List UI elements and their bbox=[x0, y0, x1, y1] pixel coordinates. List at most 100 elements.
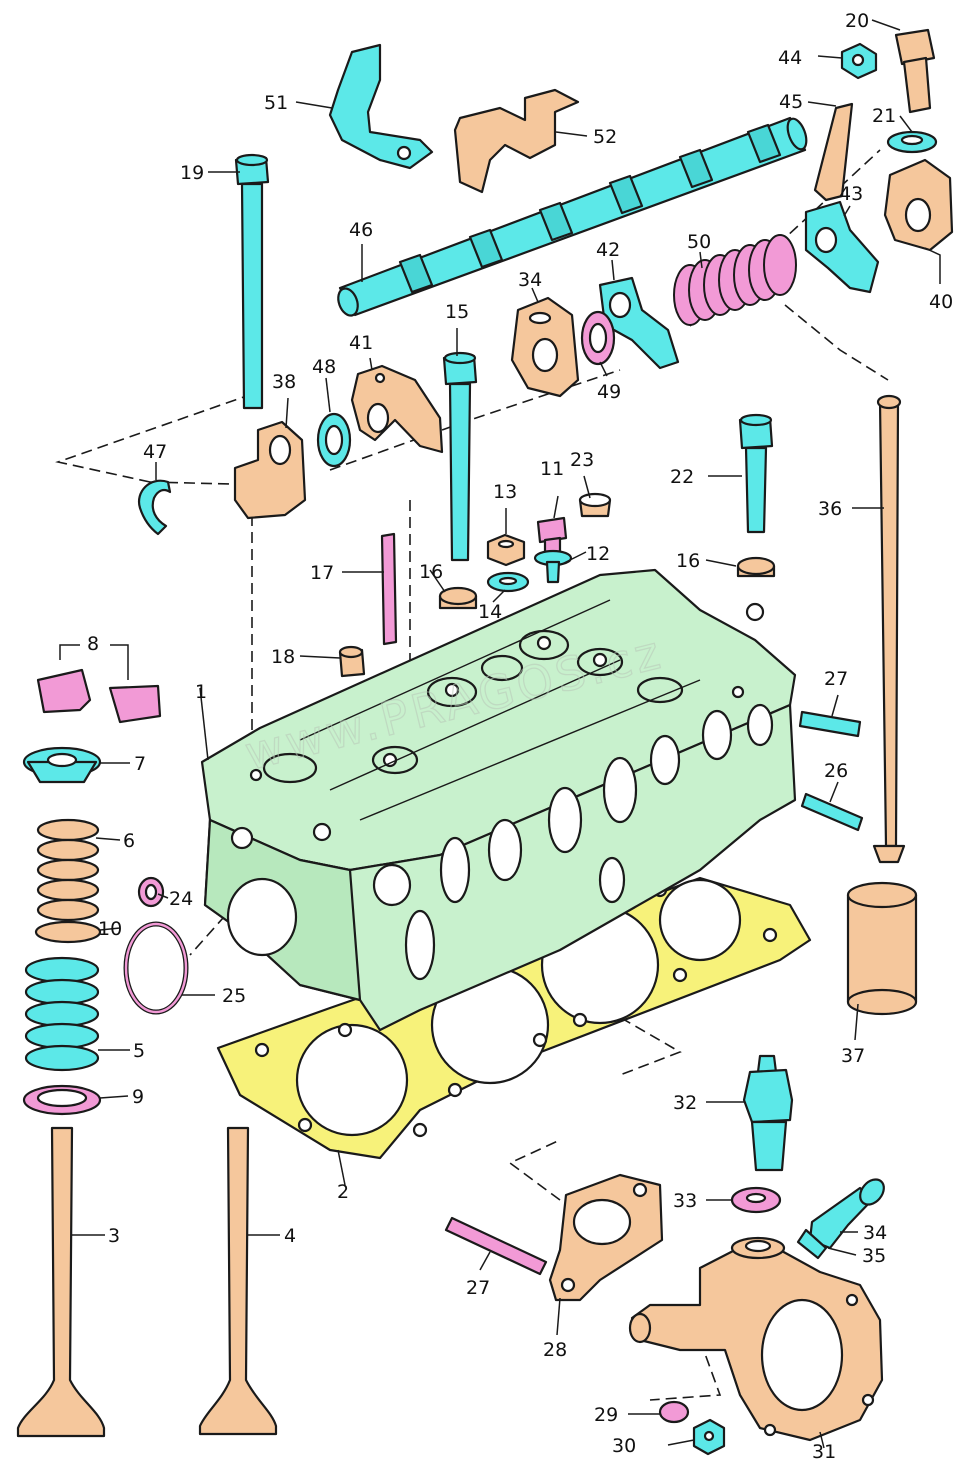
label-26: 26 bbox=[824, 760, 848, 782]
flange-gasket-28 bbox=[548, 1173, 664, 1302]
label-17: 17 bbox=[310, 562, 334, 584]
adjusting-screw-45 bbox=[813, 102, 854, 202]
label-34a: 34 bbox=[518, 269, 542, 291]
label-43: 43 bbox=[839, 183, 863, 205]
shaft-support-38 bbox=[233, 420, 307, 520]
bolt-19 bbox=[234, 153, 270, 410]
rocker-spring-50 bbox=[673, 234, 797, 326]
label-13: 13 bbox=[493, 481, 517, 503]
rocker-arm-43 bbox=[804, 200, 880, 294]
screw-11 bbox=[533, 516, 573, 584]
label-5: 5 bbox=[133, 1040, 145, 1062]
label-4: 4 bbox=[284, 1225, 296, 1247]
sleeve-23 bbox=[578, 492, 612, 518]
label-46: 46 bbox=[349, 219, 373, 241]
label-31: 31 bbox=[812, 1441, 836, 1463]
cylinder-head bbox=[200, 568, 797, 1032]
nut-30 bbox=[692, 1418, 726, 1456]
washer-14 bbox=[486, 571, 530, 593]
label-32: 32 bbox=[673, 1092, 697, 1114]
label-44: 44 bbox=[778, 47, 802, 69]
temperature-sender-32 bbox=[742, 1054, 794, 1172]
thermostat-housing-31 bbox=[628, 1236, 884, 1442]
label-36: 36 bbox=[818, 498, 842, 520]
nipple-fitting-34-35 bbox=[796, 1178, 885, 1260]
label-1: 1 bbox=[195, 681, 207, 703]
label-15: 15 bbox=[445, 301, 469, 323]
outer-valve-spring-6 bbox=[36, 818, 100, 922]
spring-seat-10 bbox=[34, 920, 102, 944]
bracket-52 bbox=[453, 88, 580, 194]
label-45: 45 bbox=[779, 91, 803, 113]
label-10: 10 bbox=[98, 918, 122, 940]
label-8: 8 bbox=[87, 633, 99, 655]
washer-21 bbox=[886, 130, 938, 154]
stud-27-lower bbox=[444, 1216, 548, 1276]
part-labels: 1 2 3 4 5 6 7 8 9 10 11 12 13 14 15 16 1… bbox=[87, 10, 953, 1463]
label-19: 19 bbox=[180, 162, 204, 184]
pushrod-36 bbox=[872, 394, 906, 864]
label-20: 20 bbox=[845, 10, 869, 32]
valve-3 bbox=[16, 1126, 106, 1438]
label-27a: 27 bbox=[824, 668, 848, 690]
spacer-ring-48 bbox=[316, 412, 352, 468]
label-28: 28 bbox=[543, 1339, 567, 1361]
label-24: 24 bbox=[169, 888, 193, 910]
label-16b: 16 bbox=[676, 550, 700, 572]
spring-washer-9 bbox=[22, 1084, 102, 1116]
label-42: 42 bbox=[596, 239, 620, 261]
washer-16-left bbox=[438, 586, 478, 610]
label-21: 21 bbox=[872, 105, 896, 127]
label-2: 2 bbox=[337, 1181, 349, 1203]
tappet-37 bbox=[846, 881, 918, 1016]
label-6: 6 bbox=[123, 830, 135, 852]
label-22: 22 bbox=[670, 466, 694, 488]
label-27b: 27 bbox=[466, 1277, 490, 1299]
rocker-arm-41 bbox=[350, 364, 444, 454]
label-14: 14 bbox=[478, 601, 502, 623]
label-35: 35 bbox=[862, 1245, 886, 1267]
label-11: 11 bbox=[540, 458, 564, 480]
label-34b: 34 bbox=[863, 1222, 887, 1244]
bracket-51 bbox=[328, 43, 434, 170]
rocker-shaft bbox=[337, 116, 808, 317]
valve-cotter-8-right bbox=[108, 684, 162, 724]
shaft-support-40 bbox=[883, 158, 954, 252]
label-49: 49 bbox=[597, 381, 621, 403]
bolt-20 bbox=[894, 28, 936, 114]
washer-49 bbox=[580, 310, 616, 366]
label-37: 37 bbox=[841, 1045, 865, 1067]
leader-lines bbox=[59, 19, 941, 1449]
plug-18 bbox=[338, 645, 366, 678]
label-18: 18 bbox=[271, 646, 295, 668]
washer-33 bbox=[730, 1186, 782, 1214]
washer-29 bbox=[658, 1400, 690, 1424]
valve-4 bbox=[198, 1126, 278, 1436]
label-25: 25 bbox=[222, 985, 246, 1007]
circlip-47 bbox=[137, 479, 172, 536]
label-7: 7 bbox=[134, 753, 146, 775]
spring-retainer-7 bbox=[22, 746, 102, 784]
label-52: 52 bbox=[593, 126, 617, 148]
label-47: 47 bbox=[143, 441, 167, 463]
nut-44 bbox=[840, 42, 878, 80]
label-9: 9 bbox=[132, 1086, 144, 1108]
nut-13 bbox=[486, 533, 526, 567]
shaft-support-34 bbox=[510, 296, 580, 398]
stud-27-upper bbox=[798, 710, 862, 738]
bolt-15 bbox=[442, 351, 478, 562]
bolt-22 bbox=[738, 413, 774, 534]
label-41: 41 bbox=[349, 332, 373, 354]
label-3: 3 bbox=[108, 1225, 120, 1247]
stud-17 bbox=[380, 532, 398, 646]
seal-24 bbox=[137, 876, 165, 908]
label-38: 38 bbox=[272, 371, 296, 393]
label-40: 40 bbox=[929, 291, 953, 313]
label-12: 12 bbox=[586, 543, 610, 565]
label-23: 23 bbox=[570, 449, 594, 471]
label-51: 51 bbox=[264, 92, 288, 114]
label-33: 33 bbox=[673, 1190, 697, 1212]
label-16a: 16 bbox=[419, 561, 443, 583]
